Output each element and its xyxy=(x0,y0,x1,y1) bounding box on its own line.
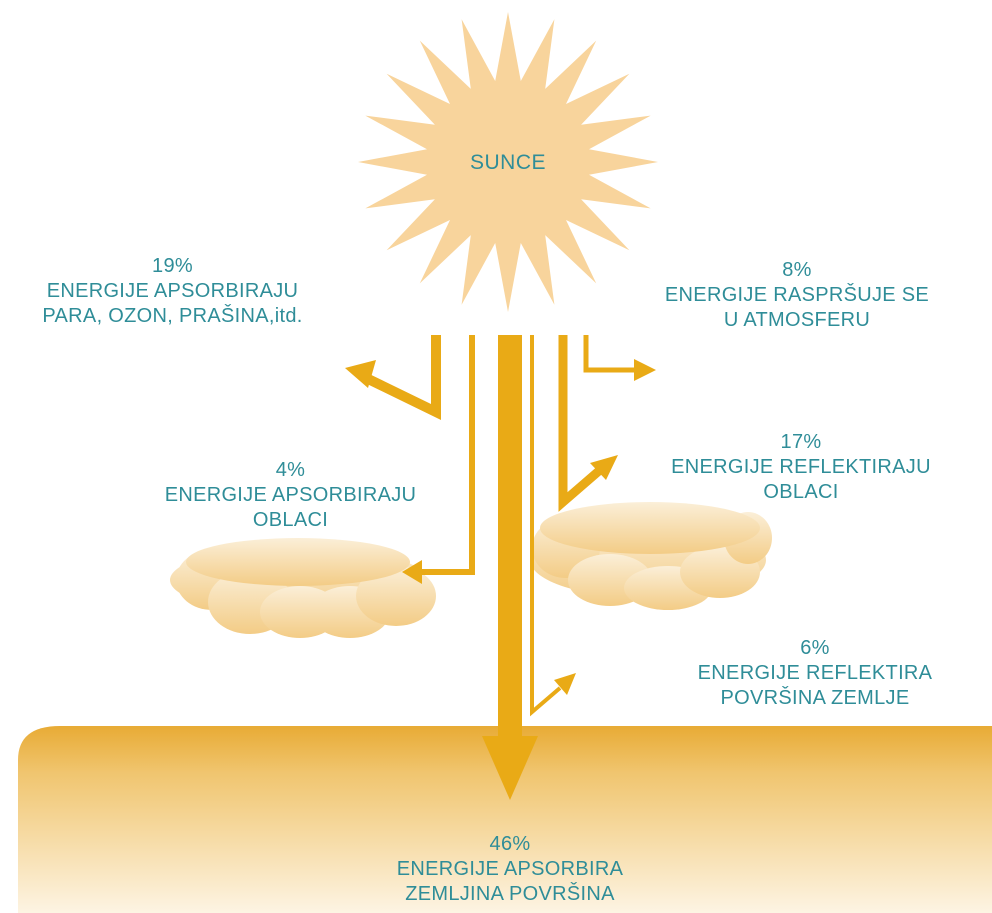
label-line: ENERGIJE REFLEKTIRA xyxy=(697,662,933,684)
cloud-icon xyxy=(170,538,436,638)
label-line: ZEMLJINA POVRŠINA xyxy=(405,883,615,905)
energy-flow-arrows xyxy=(359,335,636,742)
arrowhead-absorbed-clouds xyxy=(402,560,422,584)
label-line: OBLACI xyxy=(252,509,329,531)
arrow-absorbed-atmosphere xyxy=(359,335,441,420)
label-absorbed-surface: 46% ENERGIJE APSORBIRA ZEMLJINA POVRŠINA xyxy=(350,832,670,907)
arrow-scattered-atmosphere xyxy=(583,335,636,373)
label-line: ENERGIJE APSORBIRA xyxy=(396,858,624,880)
percent-value: 46% xyxy=(489,833,531,855)
arrowhead-scattered-atmosphere xyxy=(634,359,656,381)
label-reflected-surface: 6% ENERGIJE REFLEKTIRA POVRŠINA ZEMLJE xyxy=(660,636,970,711)
label-line: ENERGIJE RASPRŠUJE SE xyxy=(664,284,930,306)
label-line: ENERGIJE REFLEKTIRAJU xyxy=(671,456,931,478)
label-absorbed-atmosphere: 19% ENERGIJE APSORBIRAJU PARA, OZON, PRA… xyxy=(0,254,345,329)
arrow-reflected-surface xyxy=(530,335,562,717)
label-line: ENERGIJE APSORBIRAJU xyxy=(46,280,299,302)
arrow-reflected-clouds xyxy=(558,335,603,512)
arrowhead-absorbed-atmosphere xyxy=(345,360,376,388)
arrow-absorbed-clouds xyxy=(418,335,475,575)
label-scattered-atmosphere: 8% ENERGIJE RASPRŠUJE SE U ATMOSFERU xyxy=(622,258,972,333)
percent-value: 17% xyxy=(780,431,822,453)
percent-value: 6% xyxy=(800,637,830,659)
label-line: POVRŠINA ZEMLJE xyxy=(720,687,910,709)
label-line: PARA, OZON, PRAŠINA,itd. xyxy=(42,305,303,327)
sun-label: SUNCE xyxy=(438,150,578,175)
percent-value: 4% xyxy=(275,459,306,481)
label-line: OBLACI xyxy=(763,481,839,503)
label-line: ENERGIJE APSORBIRAJU xyxy=(164,484,417,506)
ground-surface xyxy=(18,726,992,913)
label-line: U ATMOSFERU xyxy=(723,309,871,331)
arrowheads xyxy=(345,359,656,800)
arrowhead-reflected-clouds xyxy=(590,455,618,480)
sun-label-text: SUNCE xyxy=(469,151,546,174)
percent-value: 8% xyxy=(782,259,812,281)
arrowhead-absorbed-surface xyxy=(482,736,538,800)
arrowhead-reflected-surface xyxy=(554,673,576,695)
label-absorbed-clouds: 4% ENERGIJE APSORBIRAJU OBLACI xyxy=(118,458,463,533)
sun-icon xyxy=(358,12,658,312)
label-reflected-clouds: 17% ENERGIJE REFLEKTIRAJU OBLACI xyxy=(626,430,976,505)
cloud-icon xyxy=(530,502,772,610)
percent-value: 19% xyxy=(152,255,193,277)
